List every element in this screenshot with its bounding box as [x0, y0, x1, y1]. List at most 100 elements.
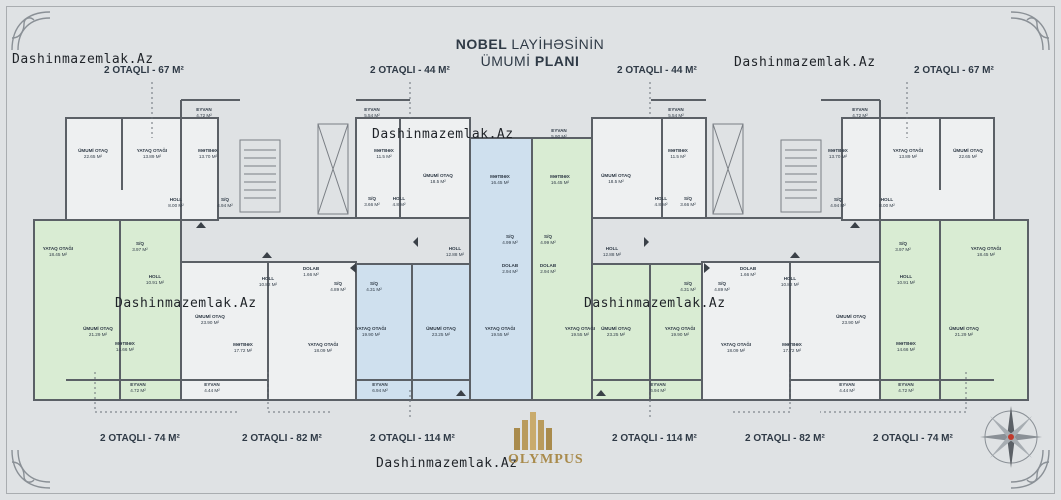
room-area: 13.89 M²: [899, 154, 918, 159]
room-name: HOLL: [881, 197, 894, 202]
room-area: 3.97 M²: [895, 247, 911, 252]
room-area: 21.29 M²: [89, 332, 108, 337]
room-name: ÜMUMİ OTAQ: [78, 147, 108, 153]
room-area: 18.5 M²: [608, 179, 624, 184]
room-name: MƏTBƏX: [550, 174, 571, 179]
room-area: 3.97 M²: [132, 247, 148, 252]
walls: [33, 99, 1029, 401]
room-name: YATAQ OTAĞI: [356, 324, 386, 331]
room-name: S/Q: [899, 241, 907, 246]
room-area: 10.91 M²: [897, 280, 916, 285]
unit-label-bottom: 2 OTAQLI - 114 M²: [370, 433, 455, 444]
room-name: EYVAN: [650, 382, 666, 387]
room-area: 3.66 M²: [680, 202, 696, 207]
room-area: 2.94 M²: [540, 269, 556, 274]
room-name: EYVAN: [839, 382, 855, 387]
room-area: 19.90 M²: [362, 332, 381, 337]
room-area: 4.89 M²: [330, 287, 346, 292]
room-name: YATAQ OTAĞI: [308, 340, 338, 347]
room-name: EYVAN: [898, 382, 914, 387]
room-name: S/Q: [834, 197, 842, 202]
room-name: S/Q: [370, 281, 378, 286]
unit-label-bottom: 2 OTAQLI - 82 M²: [745, 433, 825, 444]
room-area: 6.94 M²: [372, 388, 388, 393]
room-name: ÜMUMİ OTAQ: [426, 325, 456, 331]
room-name: YATAQ OTAĞI: [721, 340, 751, 347]
room-area: 23.25 M²: [432, 332, 451, 337]
room-area: 4.31 M²: [366, 287, 382, 292]
page-border: [6, 6, 1055, 494]
room-name: YATAQ OTAĞI: [665, 324, 695, 331]
room-area: 5.54 M²: [364, 113, 380, 118]
room-area: 11.5 M²: [376, 154, 392, 159]
room-area: 17.72 M²: [783, 348, 802, 353]
room-name: S/Q: [334, 281, 342, 286]
room-area: 13.89 M²: [143, 154, 162, 159]
room-name: HOLL: [900, 274, 913, 279]
room-area: 1.66 M²: [740, 272, 756, 277]
room-area: 21.29 M²: [955, 332, 974, 337]
room-name: EYVAN: [130, 382, 146, 387]
room-name: EYVAN: [551, 128, 567, 133]
unit-label-bottom: 2 OTAQLI - 114 M²: [612, 433, 697, 444]
room-name: ÜMUMİ OTAQ: [836, 313, 866, 319]
room-name: HOLL: [170, 197, 183, 202]
room-name: YATAQ OTAĞI: [565, 324, 595, 331]
watermark: Dashinmazemlak.Az: [115, 296, 257, 311]
watermark: Dashinmazemlak.Az: [12, 52, 154, 67]
room-area: 6.94 M²: [650, 388, 666, 393]
room-name: MƏTBƏX: [490, 174, 511, 179]
unit-label-top: 2 OTAQLI - 67 M²: [914, 65, 994, 76]
room-area: 4.99 M²: [502, 240, 518, 245]
room-area: 23.90 M²: [842, 320, 861, 325]
room-name: MƏTBƏX: [896, 341, 917, 346]
room-name: HOLL: [393, 196, 406, 201]
room-name: HOLL: [784, 276, 797, 281]
room-area: 1.66 M²: [303, 272, 319, 277]
watermark: Dashinmazemlak.Az: [376, 456, 518, 471]
room-area: 18.5 M²: [430, 179, 446, 184]
room-name: MƏTBƏX: [828, 148, 849, 153]
room-name: ÜMUMİ OTAQ: [83, 325, 113, 331]
room-name: ÜMUMİ OTAQ: [953, 147, 983, 153]
olympus-logo-icon: [514, 412, 552, 450]
room-area: 17.72 M²: [234, 348, 253, 353]
room-name: EYVAN: [668, 107, 684, 112]
room-name: DOLAB: [540, 263, 557, 268]
room-area: 4.44 M²: [839, 388, 855, 393]
room-area: 19.55 M²: [571, 332, 590, 337]
room-area: 22.65 M²: [84, 154, 103, 159]
room-name: S/Q: [544, 234, 552, 239]
room-name: HOLL: [606, 246, 619, 251]
room-name: EYVAN: [364, 107, 380, 112]
room-area: 10.82 M²: [781, 282, 800, 287]
room-area: 13.70 M²: [199, 154, 218, 159]
room-name: YATAQ OTAĞI: [137, 146, 167, 153]
room-area: 4.72 M²: [196, 113, 212, 118]
room-area: 11.5 M²: [670, 154, 686, 159]
room-area: 4.72 M²: [898, 388, 914, 393]
room-area: 12.88 M²: [603, 252, 622, 257]
room-name: YATAQ OTAĞI: [485, 324, 515, 331]
room-name: HOLL: [149, 274, 162, 279]
unit-label-top: 2 OTAQLI - 44 M²: [370, 65, 450, 76]
room-name: ÜMUMİ OTAQ: [949, 325, 979, 331]
room-name: HOLL: [449, 246, 462, 251]
room-area: 4.8 M²: [654, 202, 667, 207]
room-area: 4.89 M²: [714, 287, 730, 292]
room-name: EYVAN: [852, 107, 868, 112]
room-area: 18.09 M²: [314, 348, 333, 353]
room-name: YATAQ OTAĞI: [893, 146, 923, 153]
room-area: 12.88 M²: [446, 252, 465, 257]
room-area: 5.90 M²: [551, 134, 567, 139]
corner-ornament-icon: [11, 11, 51, 51]
room-name: MƏTBƏX: [233, 342, 254, 347]
room-name: ÜMUMİ OTAQ: [195, 313, 225, 319]
corner-ornament-icon: [11, 449, 51, 489]
room-area: 23.90 M²: [201, 320, 220, 325]
room-area: 13.70 M²: [829, 154, 848, 159]
room-area: 4.99 M²: [540, 240, 556, 245]
room-area: 18.45 M²: [49, 252, 68, 257]
